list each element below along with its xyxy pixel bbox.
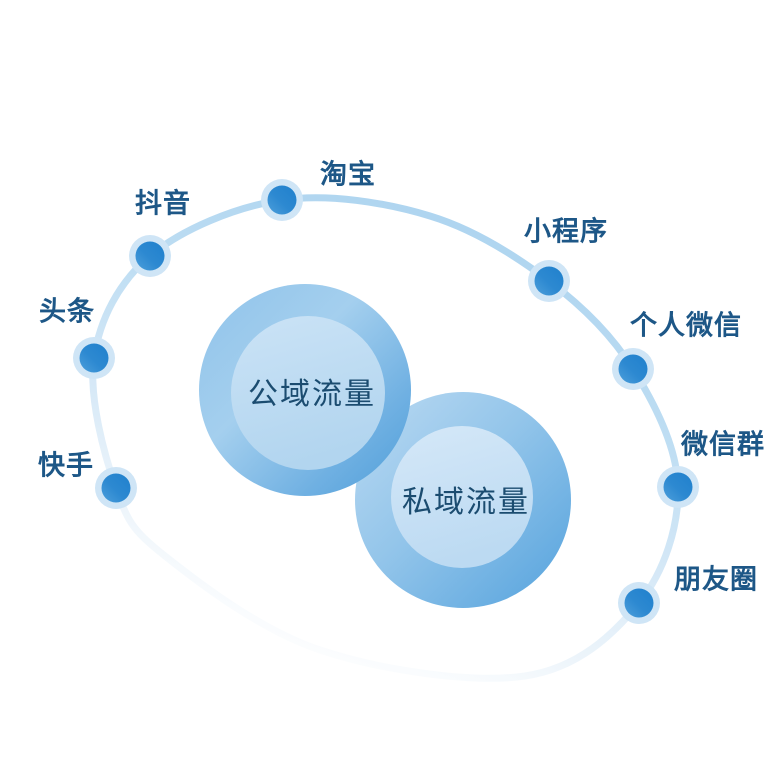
public-traffic-inner-circle <box>231 316 385 470</box>
traffic-circles <box>199 284 571 608</box>
platform-label-7: 朋友圈 <box>674 564 758 596</box>
platform-label-5: 个人微信 <box>630 310 742 342</box>
platform-label-2: 头条 <box>39 296 95 328</box>
private-traffic-inner-circle <box>391 426 533 568</box>
platform-node-dot-7 <box>624 588 654 618</box>
platform-node-dot-5 <box>618 354 648 384</box>
platform-node-dot-6 <box>663 472 693 502</box>
platform-node-dot-2 <box>79 343 109 373</box>
platform-node-dot-0 <box>267 185 297 215</box>
platform-nodes <box>73 179 699 624</box>
public-traffic-label: 公域流量 <box>248 377 376 412</box>
platform-label-6: 微信群 <box>681 429 765 461</box>
platform-label-1: 抖音 <box>135 188 191 220</box>
platform-label-4: 小程序 <box>524 216 608 248</box>
private-traffic-label: 私域流量 <box>402 485 530 520</box>
platform-node-dot-3 <box>101 473 131 503</box>
platform-label-3: 快手 <box>38 450 94 482</box>
platform-label-0: 淘宝 <box>320 159 376 191</box>
platform-node-dot-4 <box>534 266 564 296</box>
platform-node-dot-1 <box>135 241 165 271</box>
